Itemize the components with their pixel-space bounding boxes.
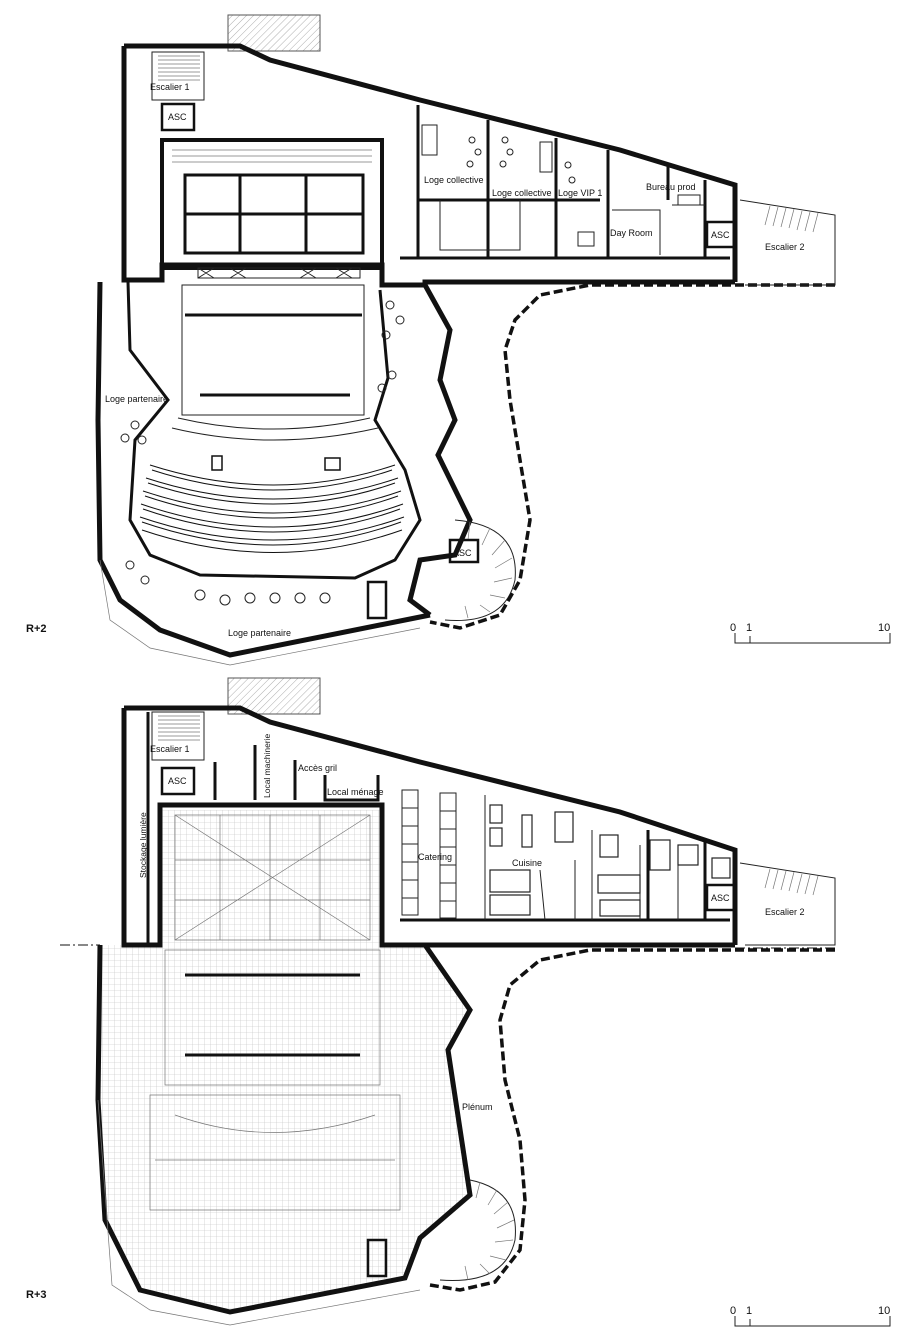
level-label-r3: R+3 [26,1289,47,1301]
stair-2-treads-r3 [764,868,819,896]
stage-battens-r2 [172,149,372,163]
envelope-wall-r3 [95,943,473,1315]
stair-2-r2 [739,199,836,286]
plan-r2: Escalier 1 ASC Loge collective Loge coll… [26,14,891,666]
kitchen-equipment-r3 [489,804,731,917]
grid-battens-r3 [185,973,360,1057]
label-asc: ASC [168,112,187,122]
level-label-r2: R+2 [26,623,47,635]
glass-facade-r2 [429,283,835,630]
kitchen-partitions-r3 [484,795,679,921]
facade-lower-r2 [99,559,421,666]
label-loge-partenaire-1: Loge partenaire [105,394,168,404]
shaft-r2 [366,580,388,620]
label-loge-vip: Loge VIP 1 [558,188,602,198]
label-asc-3: ASC [453,548,472,558]
scale-mid-r2: 1 [746,622,752,634]
spiral-stair-treads-r2 [464,521,513,619]
grid-structure-r3 [174,814,371,941]
label-acces-gril: Accès gril [298,763,337,773]
label-loge-collective-1: Loge collective [424,175,484,185]
proscenium-r2 [171,417,379,441]
label-loge-partenaire-2: Loge partenaire [228,628,291,638]
east-wall-r2 [407,283,473,617]
label-plenum: Plénum [462,1102,493,1112]
label-bureau-prod: Bureau prod [646,182,696,192]
scale-end-r2: 10 [878,622,890,634]
shaft-r3 [366,1238,388,1278]
facade-lower-r3 [97,1099,421,1326]
label-asc-2: ASC [711,230,730,240]
room-partitions-r2 [486,120,707,258]
label-escalier-2: Escalier 2 [765,242,805,252]
scale-bar-r2: 0 1 10 [730,622,891,644]
scale-mid-r3: 1 [746,1305,752,1317]
stair-2-r3 [739,862,836,946]
label-day-room: Day Room [610,228,653,238]
stage-floor-r2 [181,284,365,416]
scale-start-r3: 0 [730,1305,736,1317]
label-catering: Catering [418,852,452,862]
corridor-wall-r2 [400,105,730,260]
label-asc-2-r3: ASC [711,893,730,903]
scale-bar-r3: 0 1 10 [730,1305,891,1327]
scale-end-r3: 10 [878,1305,890,1317]
plan-r3: Escalier 1 ASC Stockage lumière Local ma… [26,677,891,1327]
lift-1-r3 [160,766,196,796]
stair-1-treads-r3 [158,715,200,741]
auditorium-inner-wall-r2 [126,281,422,580]
truss-row-r2 [197,267,361,279]
inner-partitions-r2 [439,200,735,255]
label-escalier-2-r3: Escalier 2 [765,907,805,917]
auditorium-wall-r2 [95,281,431,658]
stage-floor-lines-r2 [185,313,362,397]
lift-2-r2 [705,220,737,249]
north-block-wall-r3 [121,705,738,948]
furniture-r2 [120,124,701,606]
seating-rows-r2 [139,455,405,553]
label-loge-collective-2: Loge collective [492,188,552,198]
spiral-stair-r3 [439,1179,516,1281]
lift-3-r2 [448,538,480,564]
label-local-machinerie: Local machinerie [262,733,272,798]
lift-1-r2 [160,102,196,132]
label-stockage-lumiere: Stockage lumière [138,812,148,878]
stage-grid-lines-r2 [185,175,363,253]
room-partitions-r3 [146,712,380,945]
stage-fly-tower-r2 [160,138,384,270]
corridor-wall-r3 [400,830,730,922]
grid-mesh-r3 [100,810,470,1310]
stair-2-treads-r2 [764,205,819,233]
grid-frame-r3 [149,949,401,1211]
spiral-stair-r2 [444,519,516,621]
spiral-stair-treads-r3 [464,1181,515,1281]
lift-2-r3 [705,883,737,912]
label-escalier-1: Escalier 1 [150,82,190,92]
stair-1-treads-r2 [158,55,200,81]
stair-1-r3 [151,711,205,761]
stair-1-r2 [151,51,205,101]
label-escalier-1-r3: Escalier 1 [150,744,190,754]
catering-tables-r3 [401,789,457,919]
glass-facade-r3 [429,948,835,1292]
scale-start-r2: 0 [730,622,736,634]
label-local-menage: Local ménage [327,787,384,797]
label-cuisine: Cuisine [512,858,542,868]
label-asc-r3: ASC [168,776,187,786]
section-line-r3 [60,944,835,949]
north-block-wall-r2 [121,43,738,288]
